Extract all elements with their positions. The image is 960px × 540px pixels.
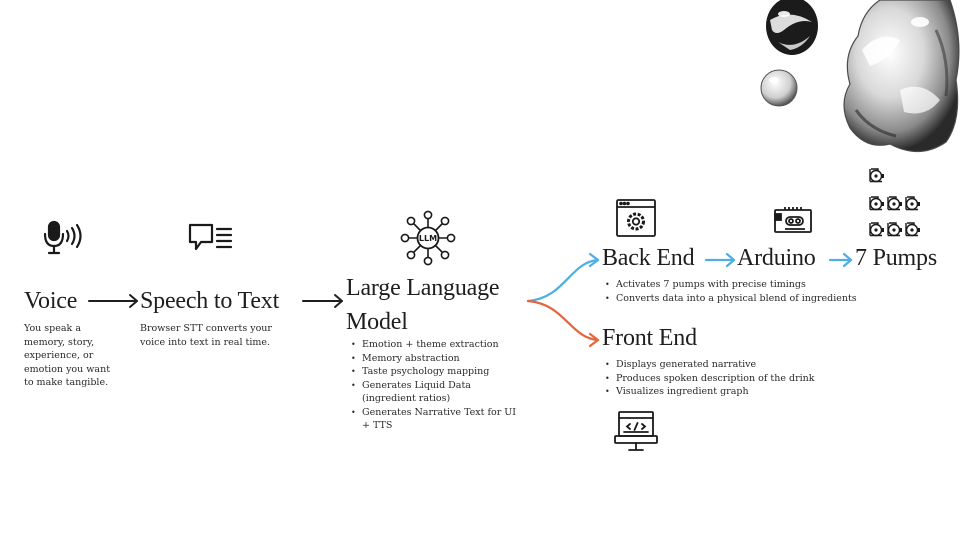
stt-description: Browser STT converts your voice into tex…: [140, 323, 272, 348]
arrow-stt-to-llm: [302, 294, 343, 308]
arrow-llm-to-backend: [526, 252, 600, 303]
monitor-code-icon: [614, 411, 658, 451]
speech-bubble-text-icon: [188, 223, 233, 251]
arduino-board-icon: [774, 207, 812, 233]
frontend-bullet-list: Displays generated narrative Produces sp…: [603, 358, 863, 399]
list-item: Activates 7 pumps with precise timings: [603, 278, 863, 292]
list-item: Produces spoken description of the drink: [603, 372, 863, 386]
arrow-arduino-to-pumps: [828, 252, 853, 268]
list-item: Visualizes ingredient graph: [603, 385, 863, 399]
pumps-title: 7 Pumps: [855, 245, 937, 271]
list-item: Converts data into a physical blend of i…: [603, 292, 863, 306]
backend-bullet-list: Activates 7 pumps with precise timings C…: [603, 278, 863, 305]
water-droplets-decoration: [760, 0, 960, 153]
browser-gear-icon: [616, 199, 656, 237]
small-droplet: [760, 69, 798, 107]
voice-title: Voice: [24, 288, 78, 314]
frontend-title: Front End: [602, 325, 697, 351]
backend-title: Back End: [602, 245, 695, 271]
arduino-title: Arduino: [737, 245, 816, 271]
llm-bullet-list: Emotion + theme extraction Memory abstra…: [349, 338, 524, 433]
list-item: Memory abstraction: [349, 352, 524, 366]
arrow-backend-to-arduino: [704, 252, 736, 268]
llm-title: Large Language Model: [346, 275, 500, 335]
microphone-icon: [43, 220, 82, 255]
arrow-llm-to-frontend: [526, 299, 600, 348]
stt-title: Speech to Text: [140, 288, 280, 314]
list-item: Displays generated narrative: [603, 358, 863, 372]
list-item: Emotion + theme extraction: [349, 338, 524, 352]
list-item: Generates Liquid Data (ingredient ratios…: [349, 379, 524, 406]
list-item: Generates Narrative Text for UI + TTS: [349, 406, 524, 433]
llm-icon-label: LLM: [419, 234, 437, 243]
voice-description: You speak a memory, story, experience, o…: [24, 323, 111, 388]
arrow-voice-to-stt: [88, 294, 138, 308]
large-droplet: [843, 0, 960, 153]
dark-droplet: [766, 0, 818, 55]
list-item: Taste psychology mapping: [349, 365, 524, 379]
neural-network-icon: LLM: [400, 210, 456, 266]
